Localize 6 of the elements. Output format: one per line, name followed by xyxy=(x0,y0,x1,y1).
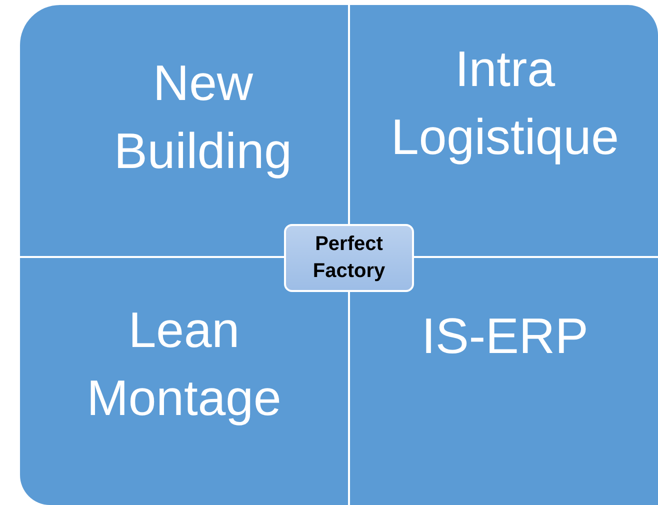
center-box xyxy=(284,224,414,292)
quadrant-label: New Building xyxy=(113,54,293,181)
quadrant-label: Lean Montage xyxy=(86,301,282,428)
quadrant-label: Intra Logistique xyxy=(390,40,620,167)
quadrant-label: IS-ERP xyxy=(420,307,590,366)
center-label: Perfect Factory xyxy=(312,232,386,284)
